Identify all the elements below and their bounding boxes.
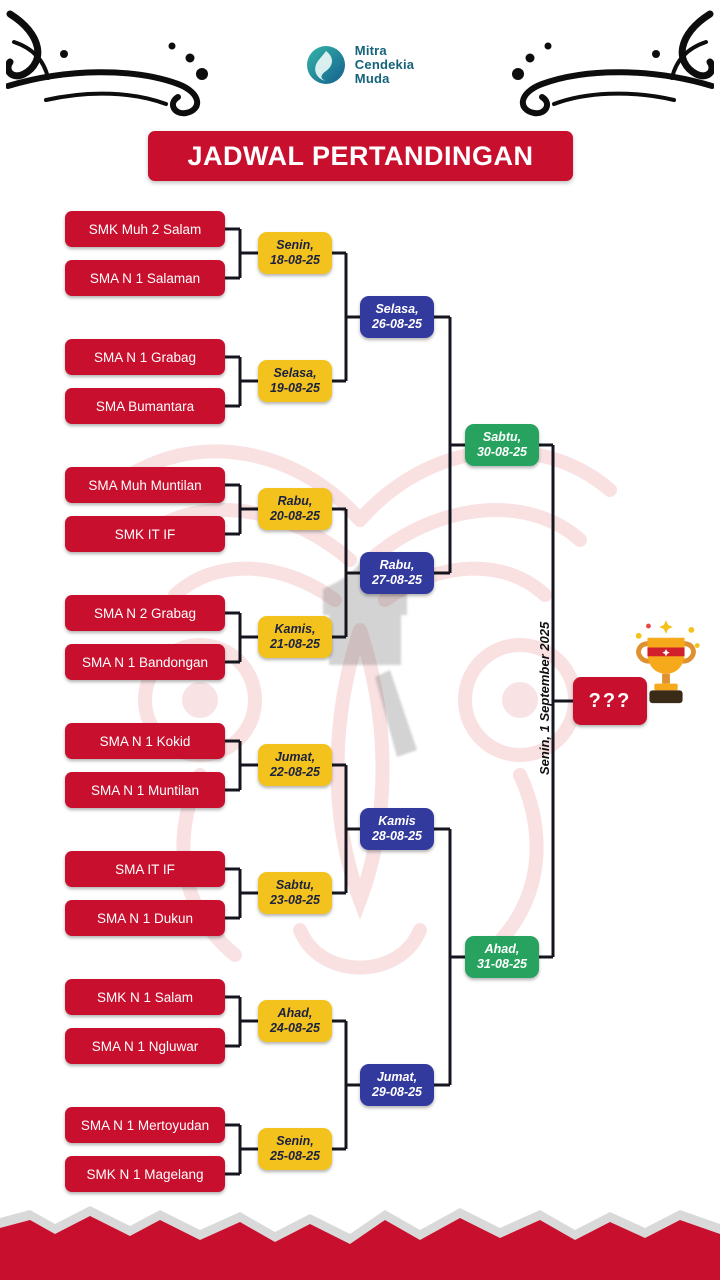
round1-date-box: Kamis, 21-08-25 [258, 616, 332, 658]
round1-date-box: Senin, 18-08-25 [258, 232, 332, 274]
round1-date-box: Selasa, 19-08-25 [258, 360, 332, 402]
logo-text: Mitra Cendekia Muda [355, 44, 414, 86]
title-banner: JADWAL PERTANDINGAN [148, 131, 573, 181]
logo-line2: Cendekia [354, 57, 415, 72]
match-date: 25-08-25 [269, 1149, 321, 1163]
match-day: Sabtu, [482, 430, 522, 444]
match-date: 28-08-25 [371, 829, 423, 843]
round1-date-box: Ahad, 24-08-25 [258, 1000, 332, 1042]
round1-date-box: Sabtu, 23-08-25 [258, 872, 332, 914]
match-date: 26-08-25 [371, 317, 423, 331]
corner-flourish-left-icon [6, 10, 208, 117]
logo-icon [306, 46, 345, 84]
match-day: Sabtu, [275, 878, 315, 892]
semifinal-date-box: Sabtu, 30-08-25 [465, 424, 539, 466]
match-date: 18-08-25 [269, 253, 321, 267]
match-date: 19-08-25 [269, 381, 321, 395]
logo-line3: Muda [354, 71, 390, 86]
team-box: SMA IT IF [65, 851, 225, 887]
team-box: SMK N 1 Magelang [65, 1156, 225, 1192]
team-box: SMA N 1 Mertoyudan [65, 1107, 225, 1143]
team-box: SMK N 1 Salam [65, 979, 225, 1015]
match-day: Kamis [378, 814, 416, 828]
match-day: Ahad, [277, 1006, 313, 1020]
match-date: 27-08-25 [371, 573, 423, 587]
match-date: 22-08-25 [269, 765, 321, 779]
final-date-label: Senin, 1 September 2025 [537, 621, 552, 775]
team-box: SMA N 1 Kokid [65, 723, 225, 759]
match-day: Rabu, [379, 558, 415, 572]
team-box: SMK IT IF [65, 516, 225, 552]
match-day: Kamis, [274, 622, 316, 636]
match-day: Selasa, [273, 366, 317, 380]
team-box: SMA N 1 Bandongan [65, 644, 225, 680]
torn-paper-edge [0, 1206, 720, 1280]
team-box: SMA N 1 Grabag [65, 339, 225, 375]
round1-date-box: Rabu, 20-08-25 [258, 488, 332, 530]
team-box: SMA N 2 Grabag [65, 595, 225, 631]
team-box: SMK Muh 2 Salam [65, 211, 225, 247]
match-date: 24-08-25 [269, 1021, 321, 1035]
match-date: 21-08-25 [269, 637, 321, 651]
quarterfinal-date-box: Rabu, 27-08-25 [360, 552, 434, 594]
team-box: SMA N 1 Salaman [65, 260, 225, 296]
page-title: JADWAL PERTANDINGAN [187, 140, 534, 171]
match-date: 23-08-25 [269, 893, 321, 907]
match-day: Jumat, [376, 1070, 418, 1084]
match-day: Jumat, [274, 750, 316, 764]
logo-line1: Mitra [354, 43, 387, 58]
team-box: SMA N 1 Muntilan [65, 772, 225, 808]
corner-flourish-right-icon [512, 10, 714, 117]
match-day: Senin, [276, 238, 314, 252]
trophy-icon [635, 620, 700, 704]
quarterfinal-date-box: Jumat, 29-08-25 [360, 1064, 434, 1106]
semifinal-date-box: Ahad, 31-08-25 [465, 936, 539, 978]
match-date: 31-08-25 [476, 957, 528, 971]
round1-date-box: Senin, 25-08-25 [258, 1128, 332, 1170]
match-date: 20-08-25 [269, 509, 321, 523]
match-day: Ahad, [484, 942, 520, 956]
team-box: SMA Muh Muntilan [65, 467, 225, 503]
team-box: SMA Bumantara [65, 388, 225, 424]
match-date: 29-08-25 [371, 1085, 423, 1099]
match-day: Selasa, [375, 302, 419, 316]
logo: Mitra Cendekia Muda [0, 44, 720, 86]
team-box: SMA N 1 Ngluwar [65, 1028, 225, 1064]
quarterfinal-date-box: Selasa, 26-08-25 [360, 296, 434, 338]
quarterfinal-date-box: Kamis 28-08-25 [360, 808, 434, 850]
champion-box: ??? [573, 677, 647, 725]
match-day: Senin, [276, 1134, 314, 1148]
match-date: 30-08-25 [476, 445, 528, 459]
team-box: SMA N 1 Dukun [65, 900, 225, 936]
round1-date-box: Jumat, 22-08-25 [258, 744, 332, 786]
match-day: Rabu, [277, 494, 313, 508]
